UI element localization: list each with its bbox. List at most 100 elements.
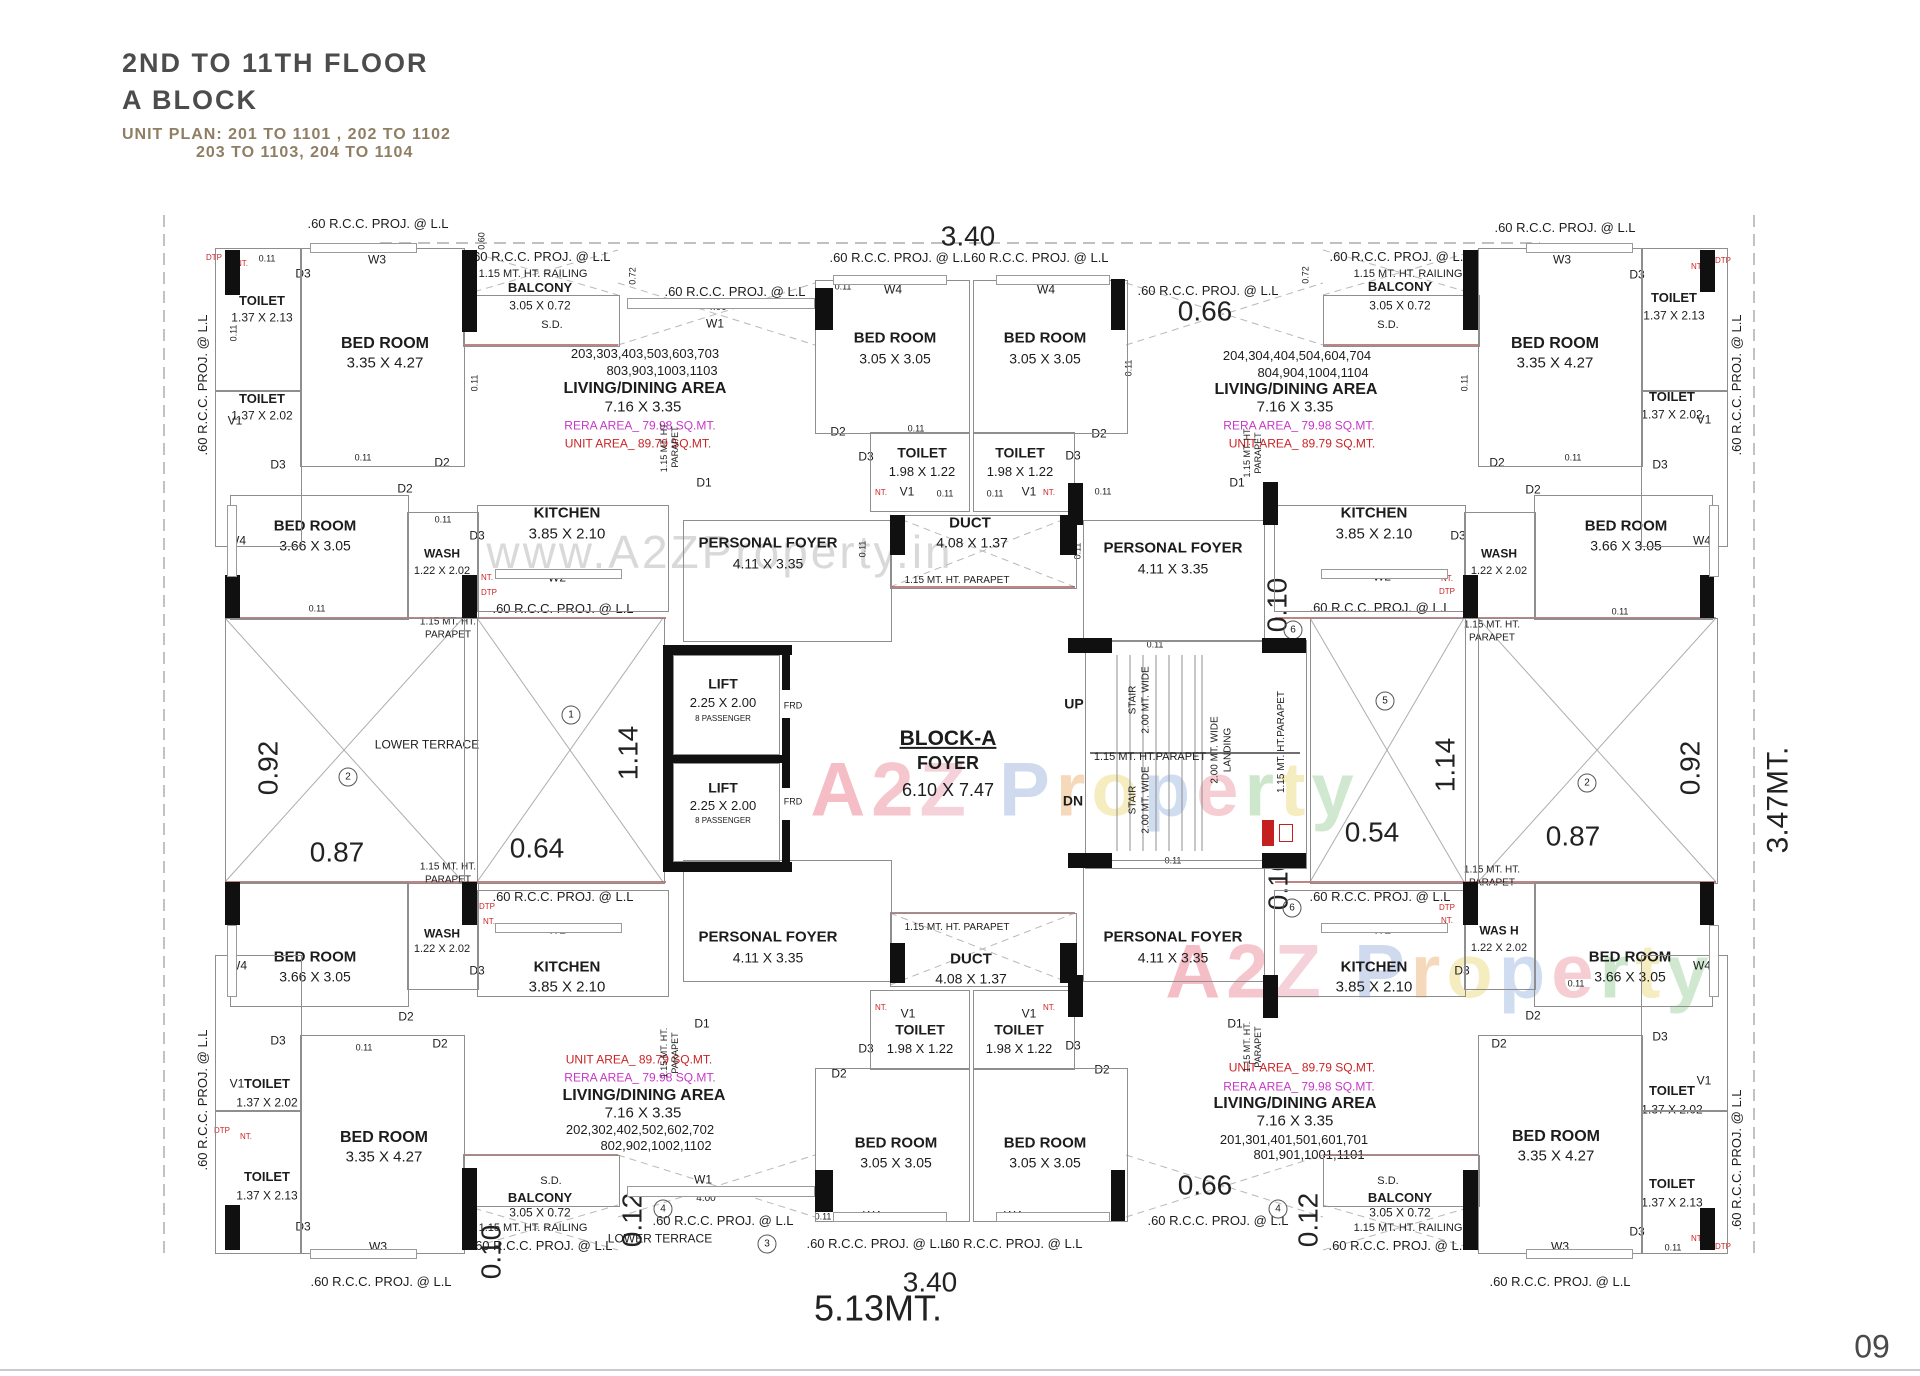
lift1-frd: FRD bbox=[783, 700, 803, 711]
watermark-letter: r bbox=[1244, 747, 1281, 833]
rcc-top-right: .60 R.C.C. PROJ. @ L.L bbox=[1494, 219, 1636, 235]
balcony-bl-dims: 3.05 X 0.72 bbox=[509, 1205, 571, 1220]
wall-pier bbox=[663, 645, 792, 655]
dim-347: 3.47MT. bbox=[1761, 746, 1795, 854]
room-wall-outline bbox=[215, 248, 302, 392]
rcc-bot-6: .60 R.C.C. PROJ. @ L.L bbox=[1328, 1237, 1470, 1253]
dim-513: 5.13MT. bbox=[813, 1287, 943, 1329]
window-symbol bbox=[1321, 923, 1448, 933]
room-wall-outline bbox=[1641, 248, 1728, 392]
room-wall-outline bbox=[815, 280, 970, 434]
room-wall-outline bbox=[1464, 883, 1536, 990]
rcc-bot-1: .60 R.C.C. PROJ. @ L.L bbox=[652, 1212, 794, 1228]
parapet-rot-lb: 1.15 MT. HT. PARAPET bbox=[658, 1027, 680, 1079]
wall-pier bbox=[1463, 882, 1478, 925]
watermark-brand-2: A2Z Property bbox=[1165, 929, 1714, 1016]
lower-terrace-bottom: LOWER TERRACE bbox=[607, 1231, 713, 1246]
watermark-letter: Z bbox=[919, 747, 972, 833]
room-wall-outline bbox=[1274, 505, 1466, 612]
rcc-top-left: .60 R.C.C. PROJ. @ L.L bbox=[307, 215, 449, 231]
rcc-right-rot-1: .60 R.C.C. PROJ. @ L.L bbox=[1728, 314, 1744, 456]
room-wall-outline bbox=[1083, 860, 1265, 982]
circle-3: 3 bbox=[757, 1234, 777, 1254]
wall-pier bbox=[1463, 1170, 1478, 1250]
dim-012-botright: 0.12 bbox=[1292, 1192, 1324, 1248]
watermark-letter: e bbox=[1551, 929, 1600, 1015]
room-wall-outline bbox=[407, 883, 479, 990]
rcc-bot-4: .60 R.C.C. PROJ. @ L.L bbox=[941, 1235, 1083, 1251]
window-symbol bbox=[495, 569, 622, 579]
blocka-foyer: FOYER bbox=[916, 752, 980, 773]
wall-pier bbox=[225, 1205, 240, 1250]
wall-pier bbox=[462, 575, 477, 618]
sheet-bottom-rule bbox=[0, 1369, 1920, 1371]
room-wall-outline bbox=[230, 882, 409, 1007]
window-symbol bbox=[996, 275, 1110, 285]
window-symbol bbox=[1526, 243, 1633, 253]
watermark-letter: e bbox=[1196, 747, 1245, 833]
railing-tl: 1.15 MT. HT. RAILING bbox=[478, 268, 588, 281]
wall-pier bbox=[815, 1170, 833, 1212]
blocka-dims: 6.10 X 7.47 bbox=[901, 779, 995, 800]
wall-pier bbox=[663, 862, 792, 872]
unitnums-tl-1: 203,303,403,503,603,703 bbox=[570, 345, 720, 361]
living-bl-name: LIVING/DINING AREA bbox=[562, 1087, 726, 1104]
watermark-brand: A2Z Property bbox=[810, 747, 1359, 834]
living-tr-name: LIVING/DINING AREA bbox=[1214, 381, 1378, 398]
window-symbol bbox=[627, 1186, 815, 1197]
room-wall-outline bbox=[1641, 1110, 1728, 1254]
dim-340-bottom: 3.40 bbox=[902, 1266, 958, 1298]
lift2-frd: FRD bbox=[783, 796, 803, 807]
wall-pier bbox=[1068, 975, 1083, 1017]
rcc-left-rot-1: .60 R.C.C. PROJ. @ L.L bbox=[194, 314, 210, 456]
room-wall-outline bbox=[463, 1155, 620, 1207]
parapet-rot-rb: 1.15 MT. HT. PARAPET bbox=[1241, 1021, 1263, 1073]
stair-dn: DN bbox=[1062, 792, 1084, 809]
unit-plan-line2: 203 TO 1103, 204 TO 1104 bbox=[196, 144, 414, 161]
watermark-letter: o bbox=[1446, 929, 1499, 1015]
living-tl-dims: 7.16 X 3.35 bbox=[604, 398, 682, 416]
room-wall-outline bbox=[973, 432, 1075, 512]
win-w1-top: W1 bbox=[706, 316, 724, 331]
room-wall-outline bbox=[683, 520, 892, 642]
room-wall-outline bbox=[815, 1068, 970, 1222]
parapet-rot-rt: 1.15 MT. HT PARAPET bbox=[1241, 428, 1263, 478]
watermark-letter: A bbox=[1165, 929, 1227, 1015]
rcc-mid-2: .60 R.C.C. PROJ. @ L.L bbox=[967, 249, 1109, 265]
door-d1-2: D1 bbox=[1229, 475, 1245, 490]
watermark-letter: P bbox=[999, 747, 1056, 833]
wall-pier bbox=[815, 288, 833, 330]
wall-pier bbox=[668, 755, 786, 763]
wall-pier bbox=[1068, 638, 1112, 653]
watermark-letter: 2 bbox=[1226, 929, 1275, 1015]
dim-010-botleft: 0.10 bbox=[475, 1224, 507, 1280]
unitnums-br-1: 201,301,401,501,601,701 bbox=[1219, 1131, 1369, 1147]
room-wall-outline bbox=[1310, 618, 1466, 884]
watermark-letter: t bbox=[1635, 929, 1667, 1015]
living-tl-name: LIVING/DINING AREA bbox=[563, 380, 727, 397]
room-wall-outline bbox=[463, 295, 620, 347]
wall-pier bbox=[1700, 1208, 1715, 1250]
wall-pier bbox=[462, 250, 477, 332]
wall-pier bbox=[1700, 882, 1714, 925]
room-wall-outline bbox=[683, 860, 892, 982]
wall-pier bbox=[782, 718, 790, 788]
block-title: A BLOCK bbox=[122, 85, 258, 115]
title-block: 2ND TO 11TH FLOOR A BLOCK UNIT PLAN: 201… bbox=[122, 48, 451, 162]
door-d2-11: D2 bbox=[1525, 1008, 1541, 1023]
room-wall-outline bbox=[673, 763, 780, 862]
watermark-letter: r bbox=[1599, 929, 1636, 1015]
circle-4-left: 4 bbox=[653, 1199, 673, 1219]
watermark-letter: p bbox=[1498, 929, 1552, 1015]
door-d1-3: D1 bbox=[694, 1016, 710, 1031]
circle-6-top: 6 bbox=[1283, 620, 1303, 640]
window-symbol bbox=[495, 923, 622, 933]
window-symbol bbox=[227, 505, 237, 577]
wall-pier bbox=[1263, 482, 1278, 525]
wall-pier bbox=[1111, 1170, 1125, 1221]
dim-066-bottom: 0.66 bbox=[1177, 1169, 1233, 1201]
fire-equipment-icon bbox=[1262, 820, 1274, 846]
balcony-tl-name: BALCONY bbox=[507, 279, 573, 295]
